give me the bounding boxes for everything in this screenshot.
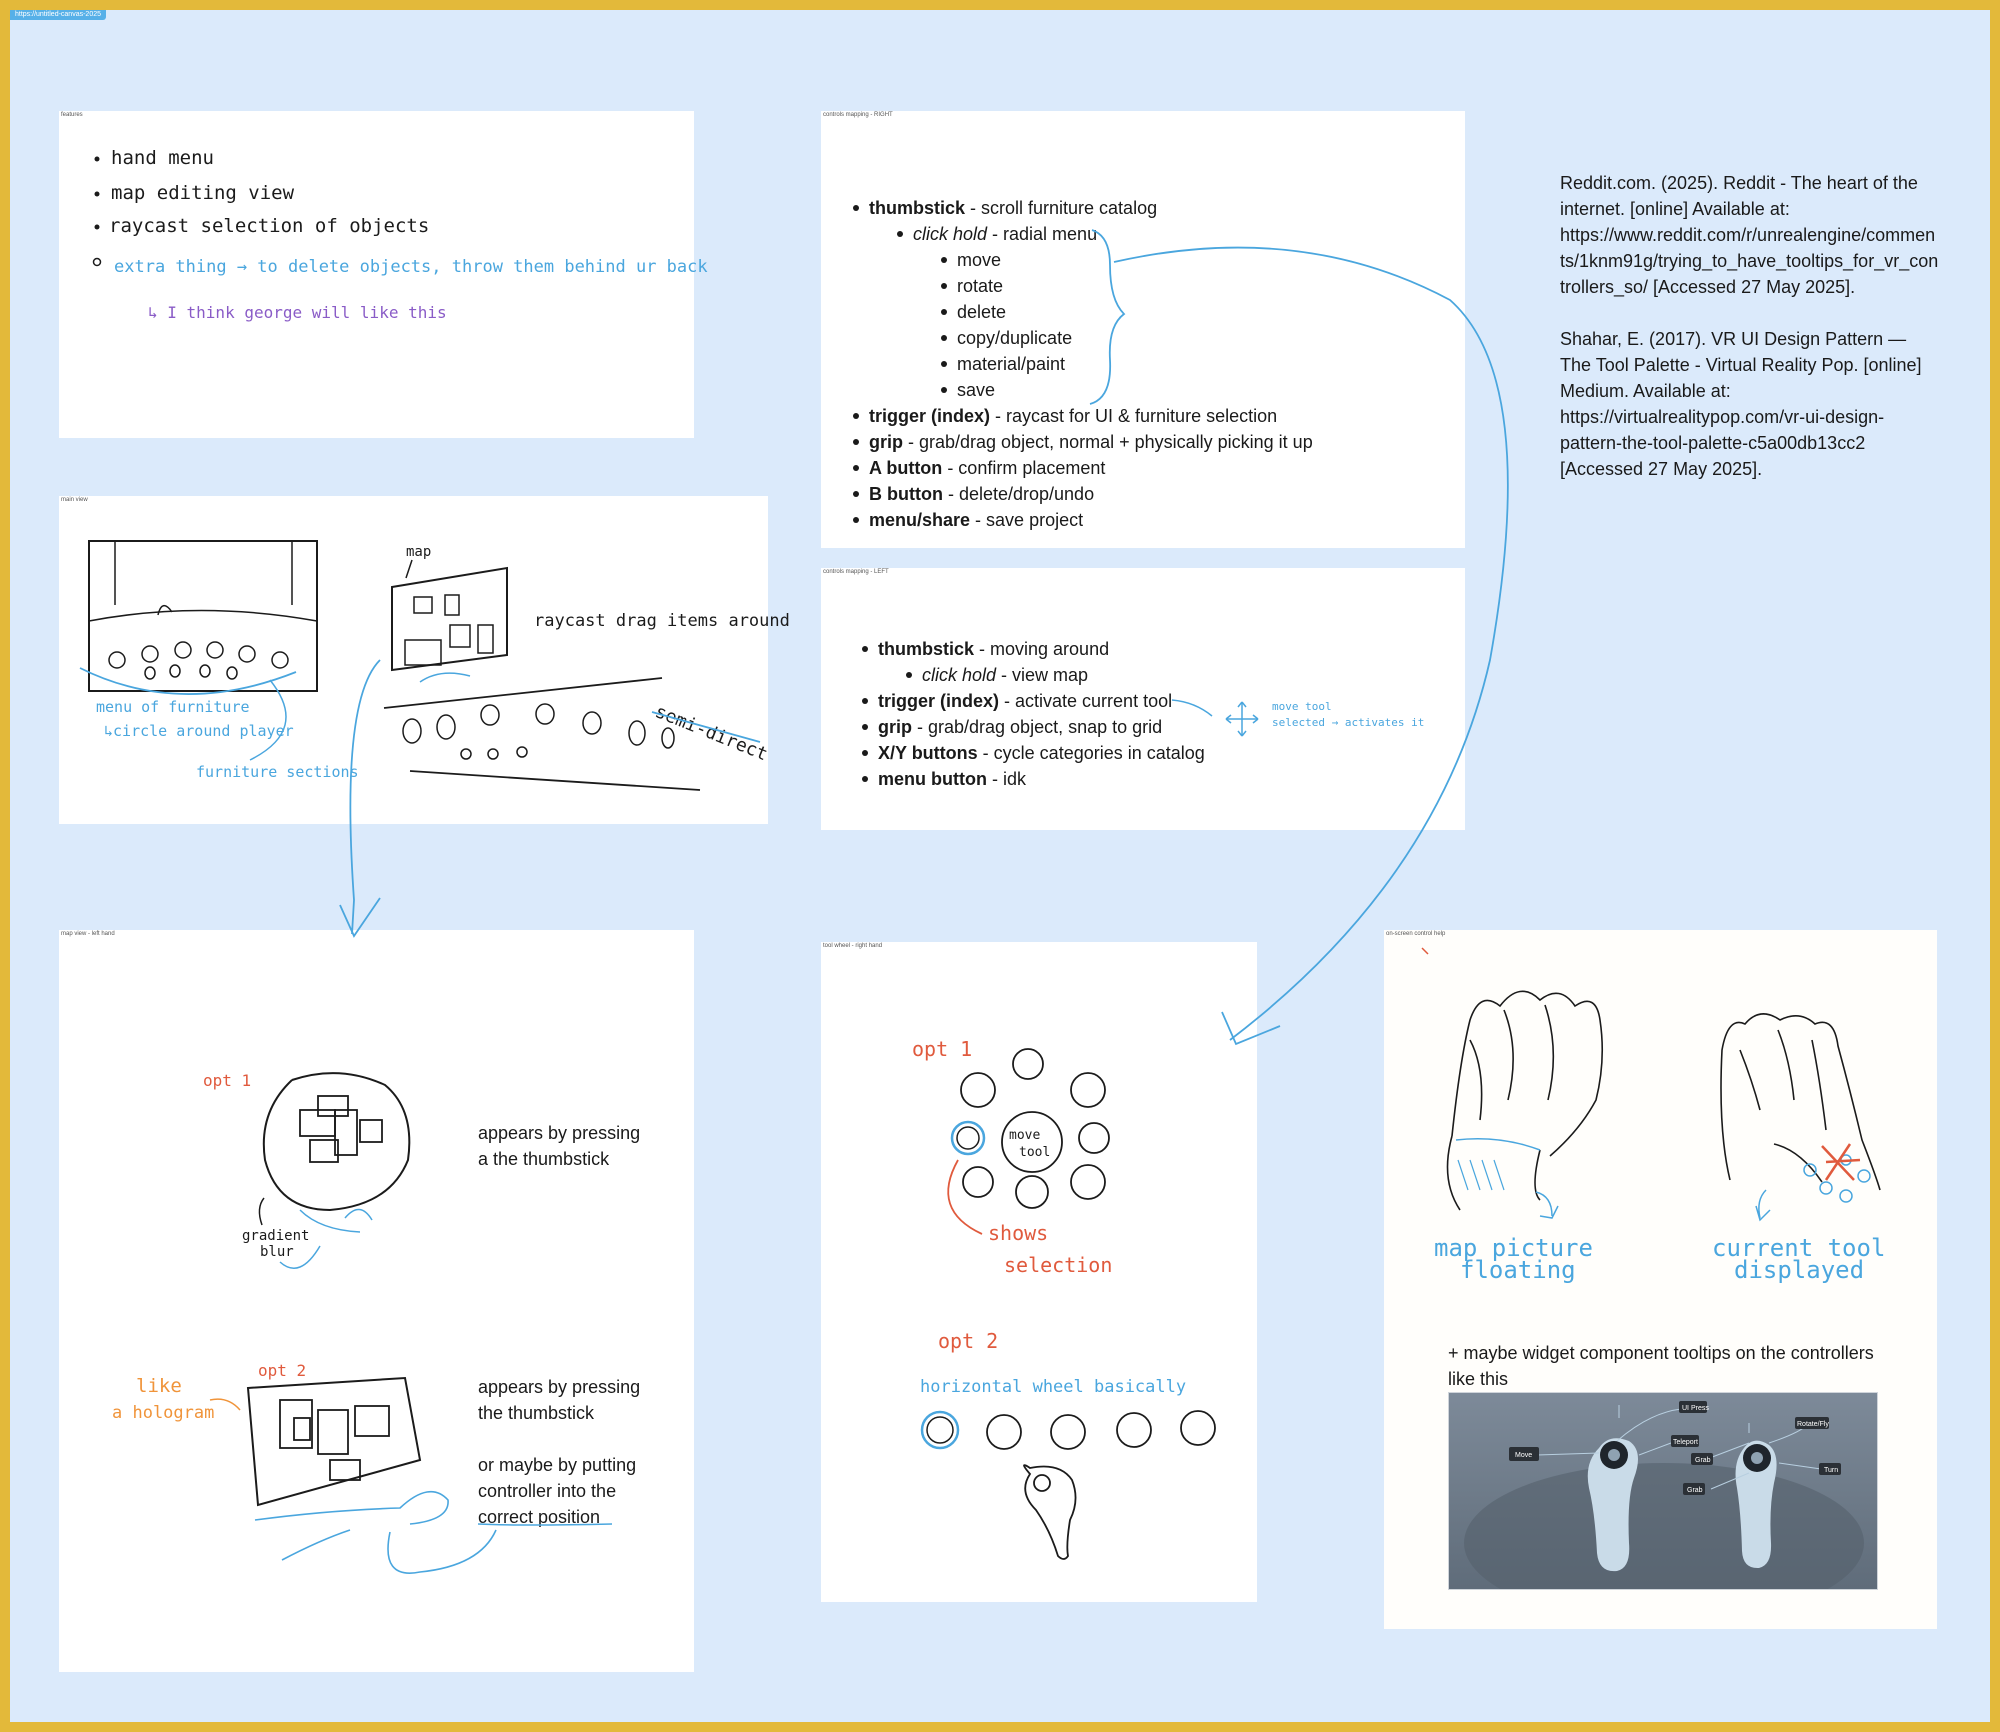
list-item: grip - grab/drag object, normal + physic…	[851, 429, 1451, 455]
map-opt2-description: appears by pressing the thumbstick or ma…	[478, 1377, 641, 1527]
controls-right-list: thumbstick - scroll furniture catalog cl…	[851, 195, 1451, 533]
list-item: rotate	[939, 273, 1451, 299]
list-item: A button - confirm placement	[851, 455, 1451, 481]
svg-text:Rotate/Fly: Rotate/Fly	[1797, 1421, 1829, 1428]
list-item: menu/share - save project	[851, 507, 1451, 533]
right-controller-shape	[1735, 1440, 1777, 1569]
list-item: move	[939, 247, 1451, 273]
list-item: B button - delete/drop/undo	[851, 481, 1451, 507]
svg-text:Grab: Grab	[1695, 1457, 1711, 1464]
list-item: X/Y buttons - cycle categories in catalo…	[860, 740, 1280, 766]
controller-tooltips-image: Move UI Press Teleport Grab Grab Rotate/…	[1448, 1392, 1878, 1590]
list-item: click hold - radial menu move rotate del…	[895, 221, 1451, 403]
frame-label: controls mapping - LEFT	[823, 569, 889, 575]
frame-label: features	[61, 112, 83, 118]
list-item: save	[939, 377, 1451, 403]
frame-label: tool wheel - right hand	[823, 943, 883, 949]
frame-features[interactable]: features	[59, 111, 694, 438]
left-controller-shape	[1587, 1438, 1638, 1572]
list-item: grip - grab/drag object, snap to grid	[860, 714, 1280, 740]
list-item: material/paint	[939, 351, 1451, 377]
reference-reddit: Reddit.com. (2025). Reddit - The heart o…	[1560, 173, 1939, 297]
list-item: delete	[939, 299, 1451, 325]
frame-label: map view - left hand	[61, 931, 115, 937]
list-item: thumbstick - scroll furniture catalog cl…	[851, 195, 1451, 403]
svg-text:UI Press: UI Press	[1682, 1405, 1709, 1412]
svg-text:Move: Move	[1515, 1452, 1532, 1459]
svg-text:Turn: Turn	[1824, 1467, 1838, 1474]
frame-controls-left[interactable]: controls mapping - LEFT thumbstick - mov…	[821, 568, 1465, 830]
references: Reddit.com. (2025). Reddit - The heart o…	[1560, 170, 1940, 508]
frame-map-view[interactable]: map view - left hand	[59, 930, 694, 1672]
list-item: thumbstick - moving around click hold - …	[860, 636, 1280, 688]
map-opt1-description: appears by pressing a the thumbstick	[478, 1123, 641, 1169]
frame-label: controls mapping - RIGHT	[823, 112, 893, 118]
list-item: copy/duplicate	[939, 325, 1451, 351]
svg-text:Teleport: Teleport	[1673, 1439, 1698, 1446]
tooltips-note: + maybe widget component tooltips on the…	[1448, 1343, 1874, 1389]
frame-label: on-screen control help	[1386, 931, 1446, 937]
frame-tool-wheel[interactable]: tool wheel - right hand	[821, 942, 1257, 1602]
url-chip[interactable]: https://untitled-canvas-2025	[10, 10, 106, 20]
tooltip-tags: Move UI Press Teleport Grab Grab Rotate/…	[1509, 1401, 1841, 1495]
svg-text:Grab: Grab	[1687, 1487, 1703, 1494]
list-item: menu button - idk	[860, 766, 1280, 792]
frame-controls-right[interactable]: controls mapping - RIGHT thumbstick - sc…	[821, 111, 1465, 548]
frame-label: main view	[61, 497, 88, 503]
controller-photo-svg: Move UI Press Teleport Grab Grab Rotate/…	[1464, 1401, 1864, 1589]
reference-shahar: Shahar, E. (2017). VR UI Design Pattern …	[1560, 329, 1922, 479]
list-item: trigger (index) - raycast for UI & furni…	[851, 403, 1451, 429]
list-item: click hold - view map	[904, 662, 1280, 688]
list-item: trigger (index) - activate current tool	[860, 688, 1280, 714]
controls-left-list: thumbstick - moving around click hold - …	[860, 636, 1280, 792]
frame-main-view[interactable]: main view	[59, 496, 768, 824]
